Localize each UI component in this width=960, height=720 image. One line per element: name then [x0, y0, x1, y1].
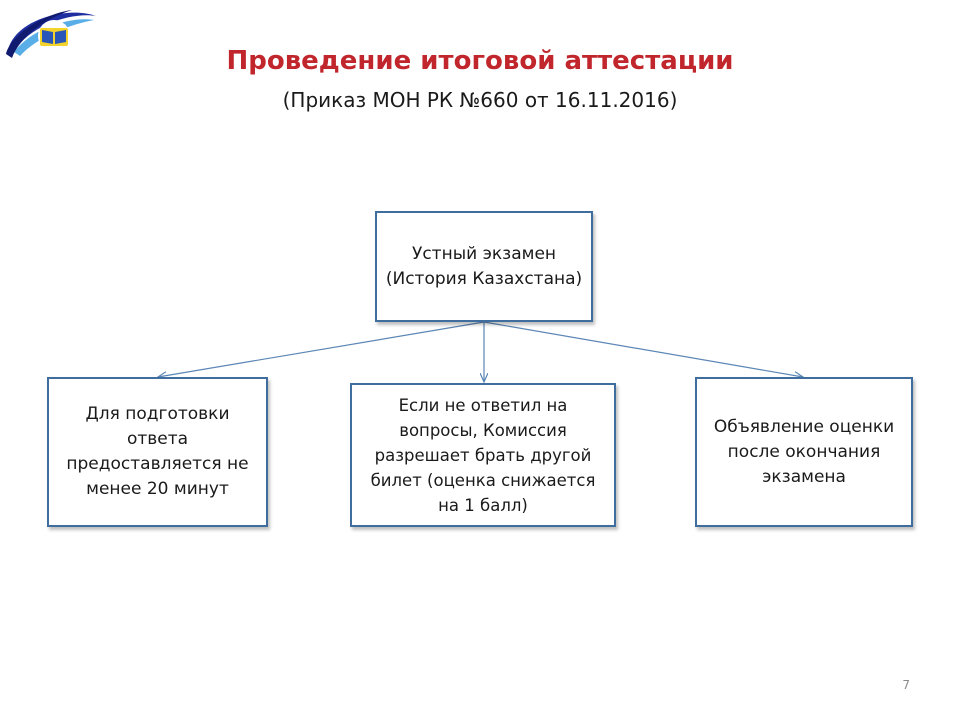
page-number: 7: [902, 678, 910, 692]
connector-left: [158, 321, 485, 377]
child-node-label: Объявление оценки после окончания экзаме…: [713, 416, 895, 487]
slide-title: Проведение итоговой аттестации: [226, 46, 734, 76]
child-node-preparation-time: Для подготовки ответа предоставляется не…: [47, 377, 268, 527]
child-node-label: Для подготовки ответа предоставляется не…: [66, 404, 249, 499]
root-node-oral-exam: Устный экзамен (История Казахстана): [375, 211, 593, 322]
slide-subtitle: (Приказ МОН РК №660 от 16.11.2016): [282, 88, 678, 112]
root-node-label: Устный экзамен (История Казахстана): [385, 243, 583, 289]
child-node-another-ticket: Если не ответил на вопросы, Комиссия раз…: [350, 383, 616, 527]
child-node-label: Если не ответил на вопросы, Комиссия раз…: [370, 395, 596, 515]
child-node-grade-announcement: Объявление оценки после окончания экзаме…: [695, 377, 913, 527]
book-logo-icon: [6, 10, 96, 58]
connector-right: [483, 321, 803, 377]
